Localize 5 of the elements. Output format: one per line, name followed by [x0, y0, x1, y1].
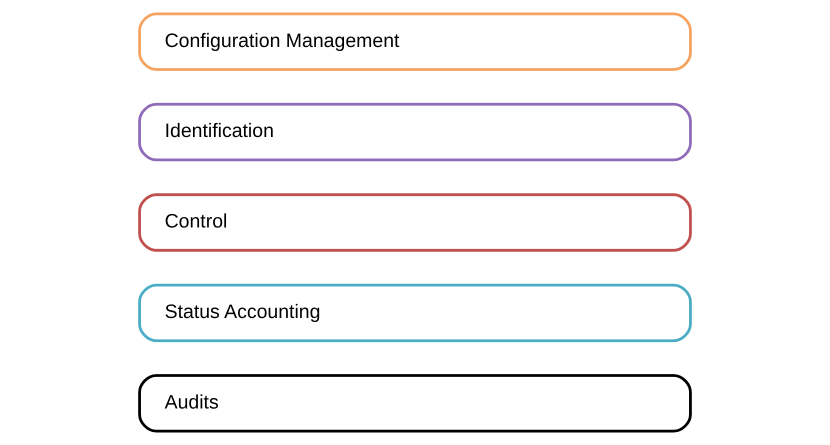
node-box: Status Accounting	[138, 284, 692, 342]
node-box: Configuration Management	[138, 12, 692, 71]
node-box: Identification	[138, 102, 692, 162]
node-box: Audits	[138, 374, 692, 433]
node-box: Control	[138, 193, 692, 252]
